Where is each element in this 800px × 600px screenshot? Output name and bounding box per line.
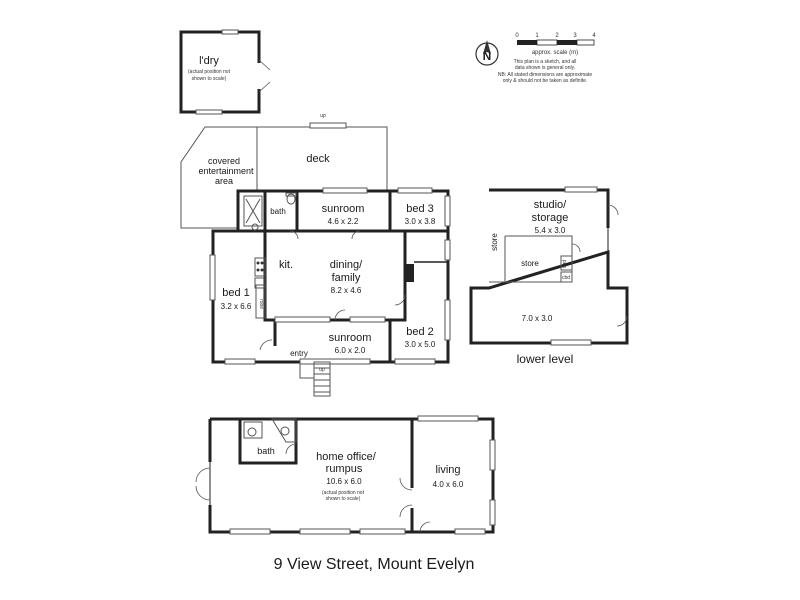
store-inner-label: store [521, 259, 539, 268]
lower-level-label: lower level [517, 352, 574, 366]
laundry-label: l'dry [199, 55, 219, 67]
property-title: 9 View Street, Mount Evelyn [274, 556, 475, 573]
laundry-note-1: (actual position not [188, 69, 231, 75]
bed3-dim: 3.0 x 3.8 [405, 217, 436, 226]
disclaimer-line-4: only & should not be taken as definite. [503, 78, 588, 84]
bed1-label: bed 1 [222, 287, 250, 299]
kitchen-label: kit. [279, 259, 293, 271]
office-note-2: shown to scale) [326, 496, 361, 502]
office-label-1: home office/ [316, 451, 377, 463]
bed1-dim: 3.2 x 6.6 [221, 302, 252, 311]
north-label: N [483, 49, 492, 63]
scale-tick-1: 1 [535, 33, 539, 39]
covered-label-2: entertainment [198, 166, 254, 176]
office-building: bath home office/ rumpus 10.6 x 6.0 (act… [195, 415, 496, 535]
studio-dim: 5.4 x 3.0 [535, 226, 566, 235]
disclaimer: This plan is a sketch, and all data show… [498, 59, 592, 84]
store-side-label: store [490, 233, 499, 251]
sunroom-top-label: sunroom [322, 203, 365, 215]
scale-tick-2: 2 [555, 33, 559, 39]
sunroom-bottom-label: sunroom [329, 332, 372, 344]
office-note-1: (actual position not [322, 490, 365, 496]
office-label-2: rumpus [326, 463, 363, 475]
scale-label: approx. scale (m) [532, 50, 578, 56]
robe-label: robe [258, 299, 264, 309]
studio-building: studio/ storage 5.4 x 3.0 store store cb… [469, 186, 629, 366]
scale-tick-0: 0 [515, 33, 519, 39]
deck-stair-label: up [320, 113, 326, 119]
sunroom-top-dim: 4.6 x 2.2 [328, 217, 359, 226]
scale-tick-3: 3 [573, 33, 577, 39]
bath-main-label: bath [270, 207, 286, 216]
scale-tick-4: 4 [592, 33, 596, 39]
covered-label-3: area [215, 176, 233, 186]
disclaimer-line-3: NB: All stated dimensions are approximat… [498, 72, 592, 78]
laundry: l'dry (actual position not shown to scal… [179, 29, 271, 115]
bed2-label: bed 2 [406, 326, 434, 338]
cbd-label-1: cbd [562, 260, 568, 268]
deck-label: deck [306, 153, 330, 165]
living-label: living [435, 464, 460, 476]
north-arrow-icon: N [475, 40, 499, 66]
cbd-label-2: cbd [562, 275, 570, 281]
entry-stair-label: up [319, 367, 325, 373]
living-dim: 4.0 x 6.0 [433, 480, 464, 489]
main-house: deck up covered entertainment area bath … [180, 113, 451, 397]
disclaimer-line-1: This plan is a sketch, and all [514, 59, 577, 65]
dining-label-1: dining/ [330, 259, 363, 271]
scale-bar: 0 1 2 3 4 approx. scale (m) [515, 33, 596, 56]
disclaimer-line-2: data shown is general only. [515, 65, 575, 71]
bed3-label: bed 3 [406, 203, 434, 215]
entry-label: entry [290, 349, 308, 358]
sunroom-bottom-dim: 6.0 x 2.0 [335, 346, 366, 355]
lower-room-dim: 7.0 x 3.0 [522, 314, 553, 323]
dining-label-2: family [332, 272, 361, 284]
laundry-note-2: shown to scale) [192, 76, 227, 82]
bed2-dim: 3.0 x 5.0 [405, 340, 436, 349]
office-dim: 10.6 x 6.0 [326, 477, 362, 486]
studio-label-1: studio/ [534, 199, 567, 211]
studio-label-2: storage [532, 212, 569, 224]
entry-stairs [299, 361, 331, 397]
bath-office-label: bath [257, 446, 275, 456]
covered-label-1: covered [208, 156, 240, 166]
dining-dim: 8.2 x 4.6 [331, 286, 362, 295]
